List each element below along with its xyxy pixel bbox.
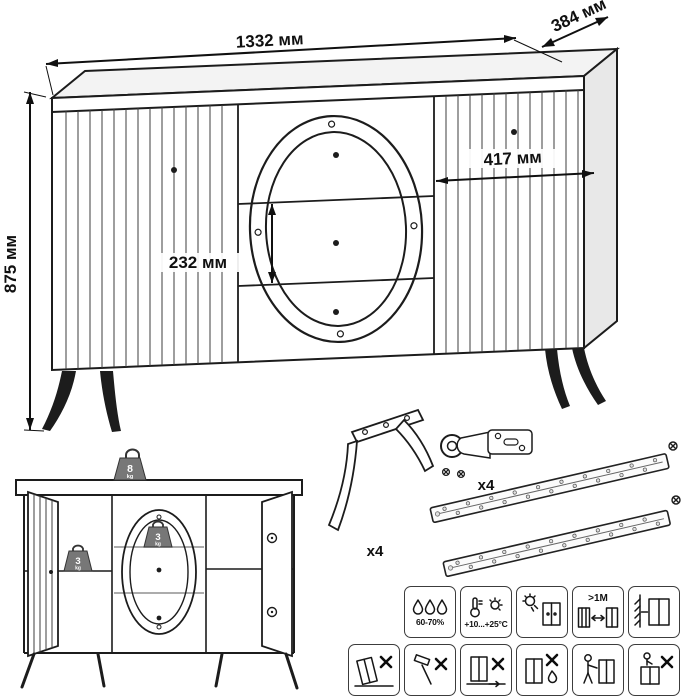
legs-quantity-label: x4 [367, 543, 384, 560]
wall-clearance-icon [628, 586, 680, 638]
person-cabinet-icon [583, 654, 615, 684]
left-door-fluting [65, 105, 223, 369]
load-weight-center: 3 kg [143, 520, 173, 548]
humidity-range-label: 60-70% [415, 616, 445, 627]
hinge-plate [487, 429, 533, 455]
hinge-hardware-drawing: x4 [440, 429, 533, 494]
open-cabinet-drawing: 8 kg 3 kg 3 kg [15, 448, 303, 690]
hinge-cup-mark [266, 606, 278, 618]
hinge-screws [441, 467, 466, 479]
dragged-cabinet-x-icon [466, 656, 506, 688]
ring-screw [336, 330, 344, 338]
cabinet-drop-x-icon [525, 653, 559, 684]
load-side-value: 3 [75, 556, 80, 567]
radiator-distance-icon [577, 607, 619, 628]
load-weight-top: 8 kg [113, 448, 147, 481]
wall-and-cabinet-icon [634, 594, 670, 628]
height-dimension-label: 875 мм [1, 235, 20, 293]
figure-on-cabinet-x-icon [640, 652, 674, 685]
drawer-height-dimension-label: 232 мм [169, 253, 227, 272]
water-drops-icon [412, 599, 448, 615]
hammer-x-icon [413, 654, 448, 685]
tilted-cabinet-x-icon [354, 655, 394, 687]
do-not-drag-icon [460, 644, 512, 696]
hinge-cup-mark [266, 532, 278, 544]
open-right-door [261, 490, 293, 658]
drawer-seam-bottom [237, 277, 435, 287]
open-oval-ornament [121, 509, 197, 635]
drawer-slide-rail-2 [442, 509, 671, 578]
do-not-climb-icon [628, 644, 680, 696]
ring-screw [410, 222, 418, 230]
hinge-arm [456, 431, 491, 459]
open-cabinet-legs [20, 652, 299, 690]
leg-arm-down [327, 439, 358, 532]
temperature-icon: +10...+25°C [460, 586, 512, 638]
load-weight-side: 3 kg [63, 544, 93, 572]
humidity-icon: 60-70% [404, 586, 456, 638]
drawer-slide-rail-1 [429, 453, 670, 524]
cabinet-front-face [51, 74, 585, 372]
knobs [171, 129, 517, 315]
sideboard-front-drawing [42, 46, 620, 432]
cabinet-side-face [583, 46, 618, 351]
load-top-value: 8 [127, 463, 133, 475]
no-direct-sunlight-icon [516, 586, 568, 638]
load-unit: kg [127, 474, 133, 480]
leg-mounting-plate [350, 408, 425, 444]
heat-distance-label: >1M [588, 593, 608, 604]
do-not-tilt-icon [348, 644, 400, 696]
cabinet-legs [42, 348, 606, 432]
load-center-value: 3 [155, 532, 160, 543]
leg-arm-right [394, 418, 435, 473]
dimension-annotations: 1332 мм 384 мм 875 мм 417 мм 232 мм [1, 0, 609, 432]
ring-screw [254, 228, 262, 236]
care-icons-row-2 [348, 644, 680, 696]
load-unit: kg [75, 566, 81, 572]
leg-hardware-drawing: x4 [327, 408, 435, 560]
ring-screw [328, 120, 336, 128]
open-left-door [27, 490, 59, 658]
no-wet-cleaning-icon [516, 644, 568, 696]
slide-screws [668, 441, 681, 505]
open-top-board [15, 479, 303, 496]
heat-source-distance-icon: >1M [572, 586, 624, 638]
temperature-range-label: +10...+25°C [464, 618, 508, 629]
door-width-dimension-label: 417 мм [483, 147, 542, 169]
sun-and-cabinet-icon [522, 593, 561, 626]
no-hammer-icon [404, 644, 456, 696]
carry-upright-icon [572, 644, 624, 696]
care-icons-row-1: 60-70% +10...+25°C >1M [404, 586, 680, 638]
width-dimension-label: 1332 мм [235, 29, 304, 52]
oval-ornament [248, 114, 424, 344]
hinges-quantity-label: x4 [478, 477, 495, 494]
drawer-seam-top [237, 195, 435, 205]
top-board-edge [51, 89, 585, 113]
load-unit: kg [155, 542, 161, 548]
thermometer-icon [470, 597, 503, 618]
right-door-fluting [445, 90, 579, 353]
